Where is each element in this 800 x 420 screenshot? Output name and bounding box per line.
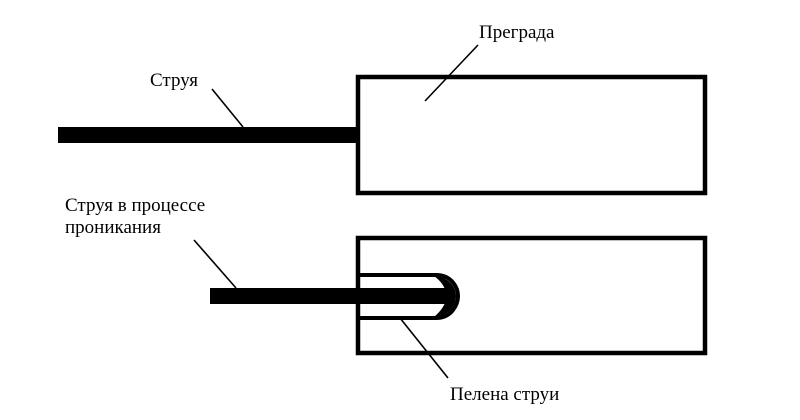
barrier-block-top — [355, 74, 708, 196]
jet-sheath-nose — [434, 276, 456, 317]
jet-bar-bottom — [210, 288, 446, 304]
panel-before-impact: Струя Преграда — [58, 22, 708, 196]
jet-penetrating-leader-line — [193, 239, 237, 289]
jet-sheath-leader-line — [399, 317, 449, 379]
jet-sheath-label: Пелена струи — [450, 384, 559, 405]
jet-penetrating-label-line2: проникания — [65, 217, 161, 238]
barrier-leader-line — [424, 44, 479, 102]
jet-sheath-outline — [358, 273, 461, 320]
panel-during-penetration: Струя в процессе проникания Пелена струи — [65, 195, 708, 405]
jet-bar-top — [58, 127, 358, 143]
jet-leader-line — [211, 88, 244, 128]
barrier-label: Преграда — [479, 22, 555, 43]
barrier-block-bottom — [355, 235, 708, 356]
jet-penetrating-label-line1: Струя в процессе — [65, 195, 205, 216]
jet-label: Струя — [150, 70, 198, 91]
